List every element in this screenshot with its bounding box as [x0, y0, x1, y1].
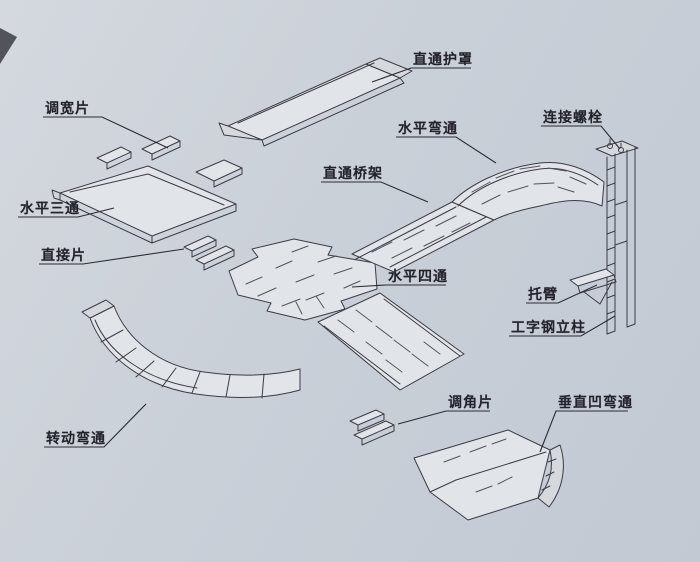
leader-rotating-elbow: [44, 403, 147, 448]
leader-angle-adjust-piece: [397, 410, 490, 425]
leader-horizontal-elbow: [396, 136, 497, 164]
label-width-adjust-piece: 调宽片: [45, 101, 90, 117]
leader-width-adjust-piece: [43, 116, 169, 149]
leader-horizontal-cross: [351, 284, 446, 288]
column-top-plate: [595, 140, 639, 157]
label-horizontal-elbow: 水平弯通: [398, 121, 458, 137]
leader-horizontal-tee: [18, 207, 115, 218]
leader-connecting-bolt: [541, 125, 621, 150]
part-horizontal-cross: [228, 238, 378, 321]
label-straight-tray: 直通桥架: [323, 166, 383, 182]
part-direct-pieces: [183, 235, 235, 271]
leader-support-arm: [526, 284, 598, 304]
leader-vertical-concave-elbow: [539, 410, 628, 453]
leader-lines: [18, 67, 628, 453]
label-support-arm: 托臂: [528, 287, 558, 303]
label-i-beam-column: 工字钢立柱: [511, 320, 586, 336]
label-connecting-bolt: 连接螺栓: [543, 110, 603, 126]
part-angle-adjust-pieces: [349, 409, 395, 446]
label-direct-piece: 直接片: [41, 248, 86, 264]
part-support-arm: [569, 268, 617, 305]
part-branch-tray: [317, 292, 465, 391]
part-width-adjust-pieces: [96, 135, 181, 170]
label-vertical-concave-elbow: 垂直凹弯通: [558, 395, 633, 411]
label-angle-adjust-piece: 调角片: [448, 395, 493, 411]
label-horizontal-tee: 水平三通: [20, 201, 80, 217]
part-i-beam-column: [595, 138, 639, 335]
leader-straight-cover: [371, 67, 471, 83]
leader-i-beam-column: [509, 315, 616, 337]
scan-corner-mark: [0, 28, 17, 64]
part-rotating-elbow: [81, 299, 301, 399]
label-horizontal-cross: 水平四通: [388, 269, 448, 285]
leader-direct-piece: [39, 248, 185, 265]
leader-straight-tray: [321, 181, 429, 203]
part-horizontal-tee: [51, 159, 243, 244]
part-vertical-concave-elbow: [413, 429, 564, 521]
part-horizontal-elbow: [451, 161, 605, 221]
label-rotating-elbow: 转动弯通: [46, 431, 106, 447]
part-straight-cover: [218, 57, 413, 147]
part-straight-tray: [351, 201, 495, 273]
label-straight-cover: 直通护罩: [413, 52, 473, 68]
